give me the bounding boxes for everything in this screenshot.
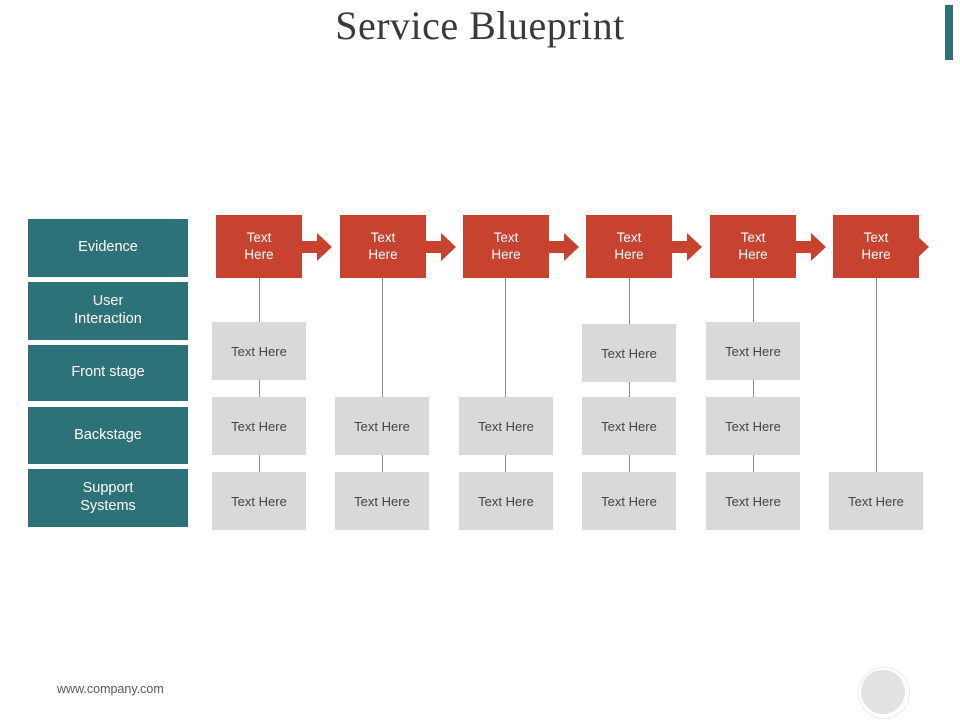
decorative-circle [861, 670, 905, 714]
cell-label: Text Here [601, 493, 657, 509]
connector-line [382, 278, 383, 399]
cell-label: Text Here [725, 493, 781, 509]
page-title: Service Blueprint [335, 3, 625, 48]
connector-line [259, 455, 260, 474]
stage-label-text: Front stage [71, 364, 145, 381]
blueprint-cell[interactable]: Text Here [706, 322, 800, 380]
connector-line [753, 380, 754, 399]
footer-website: www.company.com [57, 682, 164, 696]
stage-label-text-line2: Interaction [74, 311, 142, 327]
blueprint-cell[interactable]: Text Here [459, 397, 553, 455]
process-step-label-line2: Here [614, 246, 644, 262]
cell-label: Text Here [725, 343, 781, 359]
process-step-label-line1: Text [863, 229, 889, 245]
blueprint-cell[interactable]: Text Here [212, 397, 306, 455]
connector-line [505, 455, 506, 474]
process-step-label-line1: Text [370, 229, 396, 245]
decorative-ring [858, 667, 910, 719]
arrow-right-icon [547, 231, 579, 263]
connector-line [753, 278, 754, 324]
cell-label: Text Here [848, 493, 904, 509]
blueprint-cell[interactable]: Text Here [582, 324, 676, 382]
stage-label-front-stage[interactable]: Front stage [28, 345, 188, 401]
connector-line [753, 455, 754, 474]
cell-label: Text Here [231, 493, 287, 509]
process-step-label-line1: Text [740, 229, 766, 245]
process-step-5[interactable]: Text Here [710, 215, 796, 278]
stage-label-evidence[interactable]: Evidence [28, 219, 188, 277]
cell-label: Text Here [478, 493, 534, 509]
process-step-3[interactable]: Text Here [463, 215, 549, 278]
arrow-right-icon [300, 231, 332, 263]
process-step-label-line2: Here [861, 246, 891, 262]
stage-label-text-line2: Systems [80, 498, 136, 514]
cell-label: Text Here [725, 418, 781, 434]
blueprint-cell[interactable]: Text Here [212, 322, 306, 380]
blueprint-cell[interactable]: Text Here [459, 472, 553, 530]
stage-label-text: Evidence [78, 239, 138, 256]
process-step-label-line2: Here [491, 246, 521, 262]
cell-label: Text Here [354, 418, 410, 434]
connector-line [629, 455, 630, 474]
cell-label: Text Here [478, 418, 534, 434]
connector-line [259, 278, 260, 324]
blueprint-cell[interactable]: Text Here [582, 472, 676, 530]
cell-label: Text Here [601, 418, 657, 434]
blueprint-cell[interactable]: Text Here [706, 397, 800, 455]
connector-line [505, 278, 506, 399]
stage-label-text-line1: User [92, 293, 124, 310]
arrow-right-icon [670, 231, 702, 263]
process-step-label-line2: Here [738, 246, 768, 262]
connector-line [629, 278, 630, 324]
accent-bar [945, 5, 953, 60]
stage-label-backstage[interactable]: Backstage [28, 407, 188, 464]
cell-label: Text Here [354, 493, 410, 509]
process-step-2[interactable]: Text Here [340, 215, 426, 278]
arrow-right-icon [424, 231, 456, 263]
stage-label-user-interaction[interactable]: User Interaction [28, 282, 188, 340]
blueprint-cell[interactable]: Text Here [335, 472, 429, 530]
blueprint-cell[interactable]: Text Here [212, 472, 306, 530]
process-step-label-line2: Here [244, 246, 274, 262]
process-step-label-line1: Text [246, 229, 272, 245]
stage-label-text-line1: Support [82, 480, 134, 497]
blueprint-cell[interactable]: Text Here [829, 472, 923, 530]
process-step-label-line1: Text [493, 229, 519, 245]
connector-line [629, 380, 630, 399]
arrow-right-icon [897, 231, 929, 263]
blueprint-cell[interactable]: Text Here [582, 397, 676, 455]
blueprint-cell[interactable]: Text Here [335, 397, 429, 455]
process-step-label-line2: Here [368, 246, 398, 262]
arrow-right-icon [794, 231, 826, 263]
cell-label: Text Here [231, 418, 287, 434]
stage-label-text: Backstage [74, 426, 142, 443]
connector-line [382, 455, 383, 474]
process-step-label-line1: Text [616, 229, 642, 245]
cell-label: Text Here [231, 343, 287, 359]
connector-line [876, 278, 877, 474]
blueprint-cell[interactable]: Text Here [706, 472, 800, 530]
cell-label: Text Here [601, 345, 657, 361]
stage-label-support-systems[interactable]: Support Systems [28, 469, 188, 527]
connector-line [259, 380, 260, 399]
process-step-1[interactable]: Text Here [216, 215, 302, 278]
process-step-4[interactable]: Text Here [586, 215, 672, 278]
